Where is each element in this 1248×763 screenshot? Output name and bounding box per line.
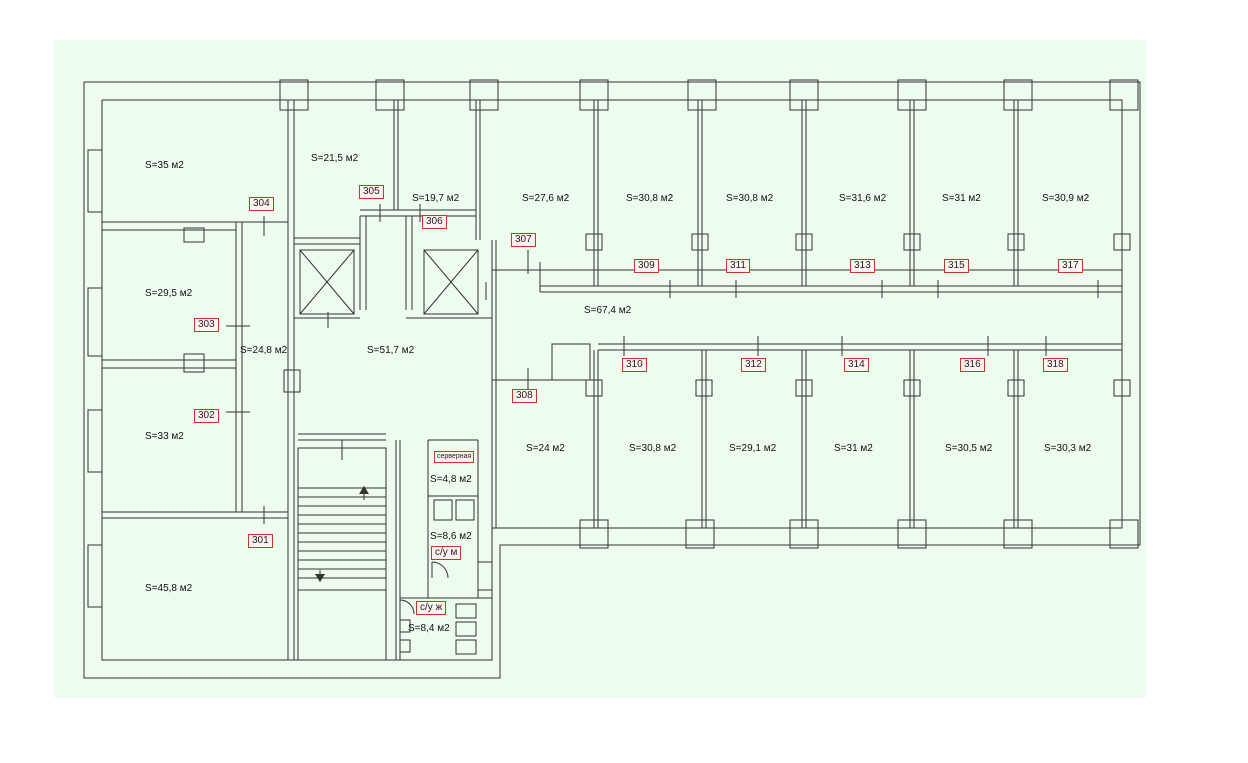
room-310-area: S=30,8 м2 (629, 443, 677, 454)
room-317-area: S=30,9 м2 (1042, 193, 1090, 204)
room-311-label: 311 (726, 259, 750, 273)
room-310-label: 310 (622, 358, 647, 372)
room-317-label: 317 (1058, 259, 1083, 273)
floor-plan-drawing (83, 79, 1141, 679)
columns-top (279, 79, 1139, 111)
room-307-label: 307 (511, 233, 536, 247)
room-306-label: 306 (422, 215, 447, 229)
left-windows (87, 149, 103, 608)
stair-arrows (315, 486, 369, 582)
room-302-area: S=33 м2 (145, 431, 184, 442)
room-308-area: S=24 м2 (526, 443, 565, 454)
room-315-area: S=31 м2 (942, 193, 981, 204)
server-room-area: S=4,8 м2 (430, 474, 472, 485)
room-311-area: S=30,8 м2 (726, 193, 774, 204)
corridor-left-area: S=24,8 м2 (240, 345, 288, 356)
room-302-label: 302 (194, 409, 219, 423)
room-301-label: 301 (248, 534, 273, 548)
columns-bottom (579, 519, 1139, 549)
room-318-area: S=30,3 м2 (1044, 443, 1092, 454)
room-309-label: 309 (634, 259, 659, 273)
room-314-area: S=31 м2 (834, 443, 873, 454)
room-301-area: S=45,8 м2 (145, 583, 193, 594)
room-305-area: S=21,5 м2 (311, 153, 359, 164)
room-316-label: 316 (960, 358, 985, 372)
room-307-area: S=27,6 м2 (522, 193, 570, 204)
room-318-label: 318 (1043, 358, 1068, 372)
columns-interior (283, 233, 1131, 397)
room-312-area: S=29,1 м2 (729, 443, 777, 454)
room-304-area: S=35 м2 (145, 160, 184, 171)
room-304-label: 304 (249, 197, 274, 211)
wc-women-label: с/у ж (416, 601, 447, 615)
elevators (294, 249, 492, 319)
corridor-main-area: S=67,4 м2 (584, 305, 632, 316)
room-303-label: 303 (194, 318, 219, 332)
hall-area: S=51,7 м2 (367, 345, 415, 356)
room-306-area: S=19,7 м2 (412, 193, 460, 204)
floor-plan-panel: S=35 м2 S=29,5 м2 S=33 м2 S=45,8 м2 S=24… (54, 40, 1146, 698)
room-316-area: S=30,5 м2 (945, 443, 993, 454)
room-312-label: 312 (741, 358, 766, 372)
service-rooms (395, 439, 493, 660)
stairwell (297, 433, 387, 661)
upper-center-walls (294, 100, 481, 310)
room-309-area: S=30,8 м2 (626, 193, 674, 204)
room-303-area: S=29,5 м2 (145, 288, 193, 299)
room-313-label: 313 (850, 259, 875, 273)
room-308-label: 308 (512, 389, 537, 403)
wc-women-area: S=8,4 м2 (408, 623, 450, 634)
room-313-area: S=31,6 м2 (839, 193, 887, 204)
wc-men-label: с/у м (431, 546, 462, 560)
room-314-label: 314 (844, 358, 869, 372)
server-room-label: серверная (434, 451, 475, 463)
room-315-label: 315 (944, 259, 969, 273)
wc-men-area: S=8,6 м2 (430, 531, 472, 542)
left-wing-walls (102, 100, 295, 660)
door-ticks (226, 204, 1099, 524)
room-305-label: 305 (359, 185, 384, 199)
